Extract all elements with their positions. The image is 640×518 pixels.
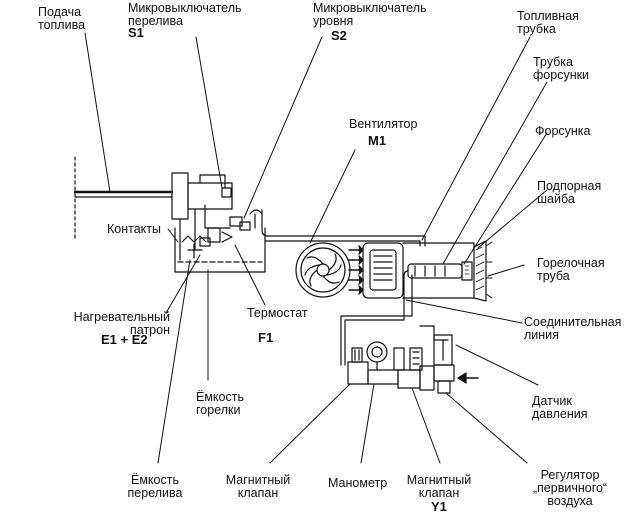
- code-m1: M1: [368, 133, 387, 148]
- label-fuel-supply: Подача топлива: [38, 6, 85, 32]
- label-overflow-reservoir: Ёмкость перелива: [120, 474, 190, 500]
- code-s1: S1: [128, 25, 144, 40]
- label-line: Вентилятор: [349, 117, 418, 131]
- label-line: Горелочная: [537, 256, 605, 270]
- label-line: Микровыключатель: [313, 1, 427, 15]
- label-fan: Вентилятор: [349, 118, 417, 131]
- label-connecting-line: Соединительная линия: [524, 316, 621, 342]
- label-burner-reservoir: Ёмкость горелки: [196, 391, 244, 417]
- label-fuel-pipe: Топливная трубка: [517, 10, 579, 36]
- label-overflow-microswitch: Микровыключатель перелива: [128, 2, 242, 28]
- code-s2: S2: [331, 28, 347, 43]
- label-line: Ёмкость: [131, 473, 179, 487]
- code-y1: Y1: [431, 499, 447, 514]
- label-baffle-disc: Подпорная шайба: [537, 180, 601, 206]
- label-line: Термостат: [247, 306, 308, 320]
- label-line: Трубка: [533, 55, 573, 69]
- code-e1-e2: E1 + E2: [101, 332, 148, 347]
- connecting-line: [340, 270, 413, 366]
- label-line: Топливная: [517, 9, 579, 23]
- label-heating-cartridge: Нагревательный патрон: [70, 311, 170, 337]
- label-primary-air-regulator: Регулятор „первичного“ воздуха: [520, 469, 620, 508]
- label-line: горелки: [196, 403, 241, 417]
- fuel-supply-pipe: [73, 156, 174, 241]
- label-line: Нагревательный: [73, 310, 170, 324]
- microswitch-assembly: [171, 172, 251, 261]
- label-nozzle: Форсунка: [535, 125, 591, 138]
- label-line: клапан: [418, 486, 460, 500]
- label-line: патрон: [130, 323, 170, 337]
- label-burner-tube: Горелочная труба: [537, 257, 605, 283]
- label-line: Подача: [38, 5, 82, 19]
- label-line: топлива: [38, 18, 86, 32]
- label-line: „первичного“: [532, 481, 608, 495]
- air-flow-arrows: [348, 245, 364, 295]
- label-line: труба: [537, 269, 570, 283]
- fan: [295, 242, 351, 298]
- label-manometer: Манометр: [328, 477, 387, 490]
- label-line: Магнитный: [225, 473, 291, 487]
- label-line: давления: [532, 407, 588, 421]
- label-line: форсунки: [533, 68, 590, 82]
- label-level-microswitch: Микровыключатель уровня: [313, 2, 427, 28]
- label-solenoid-valve-1: Магнитный клапан: [223, 474, 293, 500]
- label-line: Подпорная: [537, 179, 602, 193]
- label-line: трубка: [517, 22, 556, 36]
- valve-block: [347, 325, 479, 394]
- label-nozzle-pipe: Трубка форсунки: [533, 56, 589, 82]
- label-line: уровня: [313, 14, 354, 28]
- label-line: Ёмкость: [196, 390, 244, 404]
- label-line: Контакты: [107, 222, 161, 236]
- label-line: перелива: [127, 486, 183, 500]
- label-line: шайба: [537, 192, 575, 206]
- label-line: Форсунка: [535, 124, 591, 138]
- code-f1: F1: [258, 330, 274, 345]
- label-line: Магнитный: [406, 473, 472, 487]
- label-thermostat: Термостат: [247, 307, 308, 320]
- label-solenoid-valve-2: Магнитный клапан: [404, 474, 474, 500]
- label-line: Регулятор: [540, 468, 600, 482]
- label-pressure-sensor: Датчик давления: [532, 395, 588, 421]
- label-line: Соединительная: [524, 315, 622, 329]
- burner-reservoir: [174, 209, 269, 273]
- label-line: воздуха: [547, 494, 593, 508]
- label-line: клапан: [237, 486, 279, 500]
- leader-lines: [84, 32, 548, 464]
- label-line: Манометр: [328, 476, 388, 490]
- label-line: линия: [524, 328, 559, 342]
- label-line: Датчик: [532, 394, 572, 408]
- label-contacts: Контакты: [107, 223, 161, 236]
- label-line: Микровыключатель: [128, 1, 242, 15]
- label-line: перелива: [128, 14, 183, 28]
